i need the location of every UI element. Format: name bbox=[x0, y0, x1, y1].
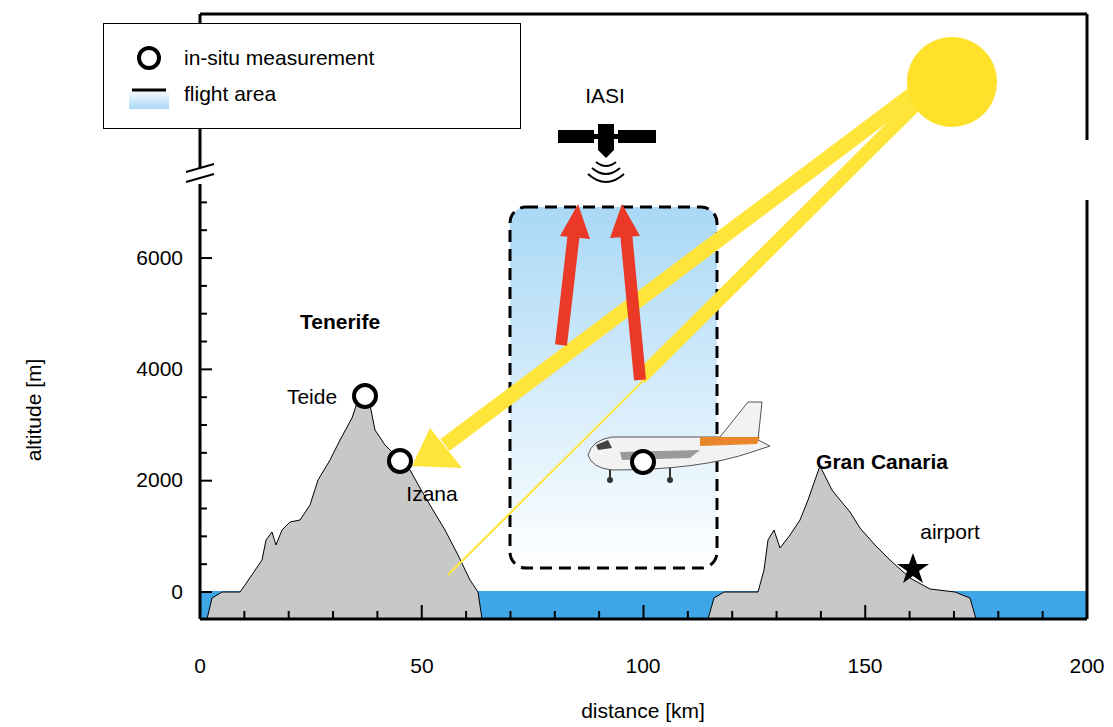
station-name: Teide bbox=[287, 385, 337, 408]
y-tick-label: 2000 bbox=[136, 468, 183, 491]
area-sample bbox=[114, 77, 184, 111]
x-tick bbox=[731, 611, 733, 619]
x-tick-label: 150 bbox=[847, 654, 882, 677]
y-tick bbox=[200, 201, 207, 203]
y-tick bbox=[200, 535, 207, 537]
x-tick bbox=[776, 611, 778, 619]
x-tick bbox=[1086, 605, 1088, 619]
y-tick bbox=[200, 368, 212, 370]
x-tick bbox=[199, 605, 201, 619]
island-name: Gran Canaria bbox=[816, 450, 948, 473]
measurement-marker bbox=[632, 451, 654, 473]
legend-text: flight area bbox=[184, 82, 276, 106]
y-tick bbox=[200, 257, 212, 259]
station-name: Izana bbox=[406, 482, 457, 505]
radiance-arrow bbox=[561, 232, 574, 345]
x-tick bbox=[598, 611, 600, 619]
y-tick bbox=[200, 591, 212, 593]
sun-beam bbox=[640, 90, 930, 378]
legend-text: in-situ measurement bbox=[184, 46, 374, 70]
axis-title: distance [km] bbox=[581, 699, 705, 722]
x-tick-label: 100 bbox=[625, 654, 660, 677]
x-tick-label: 50 bbox=[410, 654, 433, 677]
radiance-arrow bbox=[626, 232, 640, 380]
y-tick-label: 0 bbox=[171, 580, 183, 603]
tenerife-island bbox=[207, 385, 482, 619]
legend-box: in-situ measurement flight area bbox=[103, 23, 521, 129]
y-tick-label: 4000 bbox=[136, 357, 183, 380]
island-name: Tenerife bbox=[300, 310, 380, 333]
x-tick bbox=[953, 611, 955, 619]
y-tick-label: 6000 bbox=[136, 246, 183, 269]
y-tick bbox=[200, 285, 207, 287]
x-tick-label: 0 bbox=[194, 654, 206, 677]
x-tick bbox=[509, 611, 511, 619]
x-tick-label: 200 bbox=[1069, 654, 1104, 677]
y-tick bbox=[200, 341, 207, 343]
x-tick bbox=[643, 605, 645, 619]
legend-entry: flight area bbox=[104, 77, 520, 111]
y-tick bbox=[200, 313, 207, 315]
axis-break bbox=[186, 164, 214, 182]
legend-entry: in-situ measurement bbox=[104, 41, 520, 75]
radiance-arrow-head bbox=[610, 204, 640, 238]
satellite bbox=[558, 124, 656, 182]
airport-star bbox=[897, 553, 929, 583]
x-tick bbox=[376, 611, 378, 619]
radiance-arrow-head bbox=[560, 204, 590, 239]
y-tick bbox=[200, 229, 207, 231]
x-tick bbox=[465, 611, 467, 619]
x-tick bbox=[421, 605, 423, 619]
x-tick bbox=[820, 611, 822, 619]
x-tick bbox=[332, 611, 334, 619]
y-tick bbox=[200, 424, 207, 426]
sun-beam-head bbox=[412, 428, 462, 468]
airport-name: airport bbox=[920, 520, 980, 543]
sun bbox=[907, 37, 997, 127]
x-tick bbox=[909, 611, 911, 619]
satellite-name: IASI bbox=[585, 84, 625, 107]
x-tick bbox=[1042, 611, 1044, 619]
marker-sample bbox=[114, 41, 184, 75]
x-tick bbox=[864, 605, 866, 619]
y-tick bbox=[200, 396, 207, 398]
x-tick bbox=[288, 611, 290, 619]
sun-beam bbox=[445, 85, 925, 445]
axis-ticks bbox=[200, 202, 1087, 619]
x-tick bbox=[687, 611, 689, 619]
x-tick bbox=[243, 611, 245, 619]
aircraft bbox=[588, 402, 770, 483]
x-tick bbox=[997, 611, 999, 619]
axis-title: altitude [m] bbox=[22, 359, 45, 462]
y-tick bbox=[200, 563, 207, 565]
y-tick bbox=[200, 452, 207, 454]
measurement-marker bbox=[354, 385, 376, 407]
x-tick bbox=[554, 611, 556, 619]
measurement-marker bbox=[389, 450, 411, 472]
y-tick bbox=[200, 480, 212, 482]
y-tick bbox=[200, 508, 207, 510]
